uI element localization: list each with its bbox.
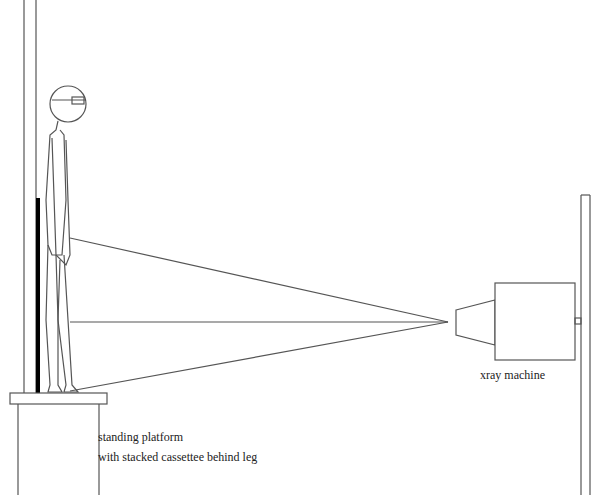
leg [56,255,78,392]
torso [46,121,66,255]
mount-bar [575,318,581,324]
machine-label: xray machine [480,368,545,382]
wall-line [581,194,590,195]
platform-label: with stacked cassettee behind leg [98,450,257,464]
xray-tube [456,300,495,345]
glasses [72,97,84,104]
wall-line [580,195,581,495]
platform-leg [17,404,18,495]
head [50,86,86,122]
xray-machine-box [495,283,575,360]
platform-label: standing platform [98,430,183,444]
cassette [36,198,40,393]
arm [52,138,70,265]
wall-line [589,195,590,495]
standing-platform [10,393,107,404]
platform-leg [98,404,99,495]
beam-line [70,321,448,322]
leg [46,245,62,392]
wall-line [23,0,24,393]
glasses [52,99,86,100]
beam-line [70,238,448,322]
beam-line [70,322,448,391]
